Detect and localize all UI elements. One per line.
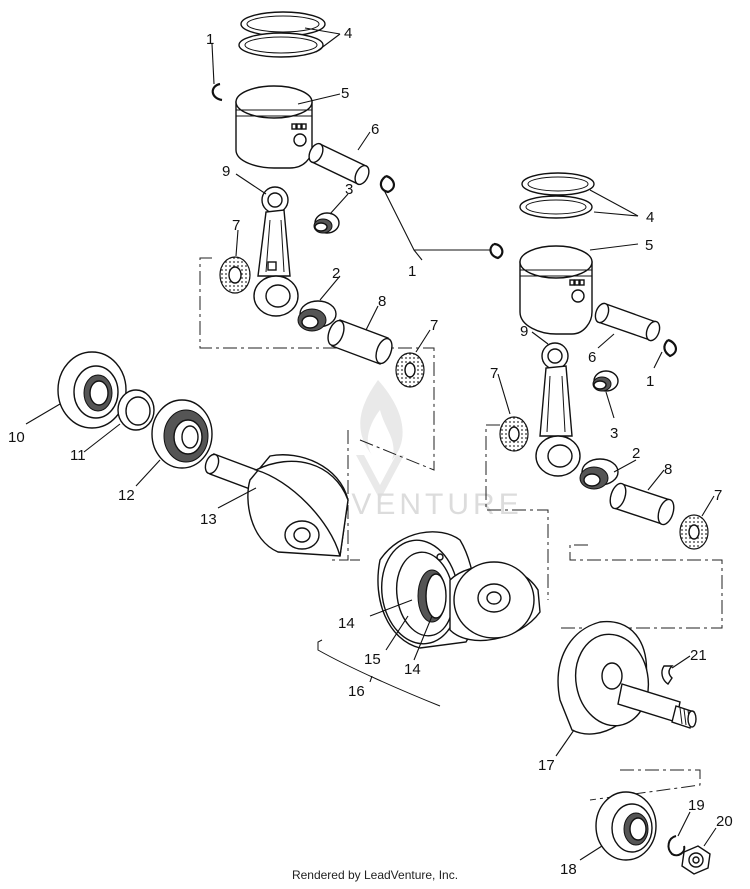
piston-ring-set-right [519,172,595,219]
callout-12: 12 [118,487,135,504]
piston-pin-right [594,302,661,342]
main-bearing-left [57,351,127,429]
callout-6: 6 [588,349,596,366]
connecting-rod-right [535,342,581,477]
callout-1: 1 [408,263,416,280]
nut [681,845,711,875]
woodruff-key [661,665,674,685]
callout-2: 2 [632,445,640,462]
big-end-bearing-right [579,458,619,490]
thrust-washer-upper-right [395,352,425,388]
crankshaft-half-left [204,453,349,557]
callout-8: 8 [378,293,386,310]
circlip-right-top [489,242,504,260]
circlip-upper-left [211,82,223,102]
callouts: 1 4 5 6 9 3 7 2 8 7 1 4 5 6 9 1 7 3 2 8 … [8,25,733,878]
oil-seal-ring [117,389,155,431]
crank-pin-upper [327,319,393,365]
snap-ring [667,835,686,857]
callout-15: 15 [364,651,381,668]
callout-11: 11 [70,447,86,464]
callout-19: 19 [688,797,705,814]
circlip-right-side [663,338,677,358]
leader-lines [25,27,717,861]
thrust-washer-right-right [679,514,709,550]
callout-7: 7 [430,317,438,334]
callout-13: 13 [200,511,217,528]
callout-6: 6 [371,121,379,138]
circlip-upper-right [379,174,395,194]
callout-4: 4 [344,25,352,42]
main-bearing-center [151,399,213,469]
callout-7: 7 [490,365,498,382]
callout-5: 5 [645,237,653,254]
callout-1: 1 [646,373,654,390]
piston-right [519,245,593,335]
callout-1: 1 [206,31,214,48]
callout-3: 3 [610,425,618,442]
small-end-bearing-upper [313,212,340,234]
callout-7: 7 [714,487,722,504]
thrust-washer-right-left [499,416,529,452]
callout-18: 18 [560,861,577,878]
piston-upper [235,85,313,169]
callout-9: 9 [520,323,528,340]
small-end-bearing-right [592,370,619,392]
piston-pin-upper [308,142,370,186]
callout-8: 8 [664,461,672,478]
callout-14: 14 [404,661,421,678]
callout-16: 16 [348,683,365,700]
main-bearing-right [595,791,657,861]
callout-3: 3 [345,181,353,198]
connecting-rod-upper [253,186,299,317]
callout-9: 9 [222,163,230,180]
callout-21: 21 [690,647,707,664]
crankshaft-center-assembly [377,531,541,649]
callout-10: 10 [8,429,25,446]
assembly-lines [199,257,723,801]
piston-ring-set-upper [238,11,326,58]
thrust-washer-upper-left [219,256,251,294]
callout-20: 20 [716,813,733,830]
crank-pin-right [609,482,675,526]
callout-14: 14 [338,615,355,632]
bracket-16 [317,639,441,707]
callout-17: 17 [538,757,555,774]
callout-7: 7 [232,217,240,234]
callout-2: 2 [332,265,340,282]
callout-5: 5 [341,85,349,102]
crankshaft-half-right [557,620,697,735]
footer-credit: Rendered by LeadVenture, Inc. [291,868,459,882]
big-end-bearing-upper [297,300,337,332]
callout-4: 4 [646,209,654,226]
